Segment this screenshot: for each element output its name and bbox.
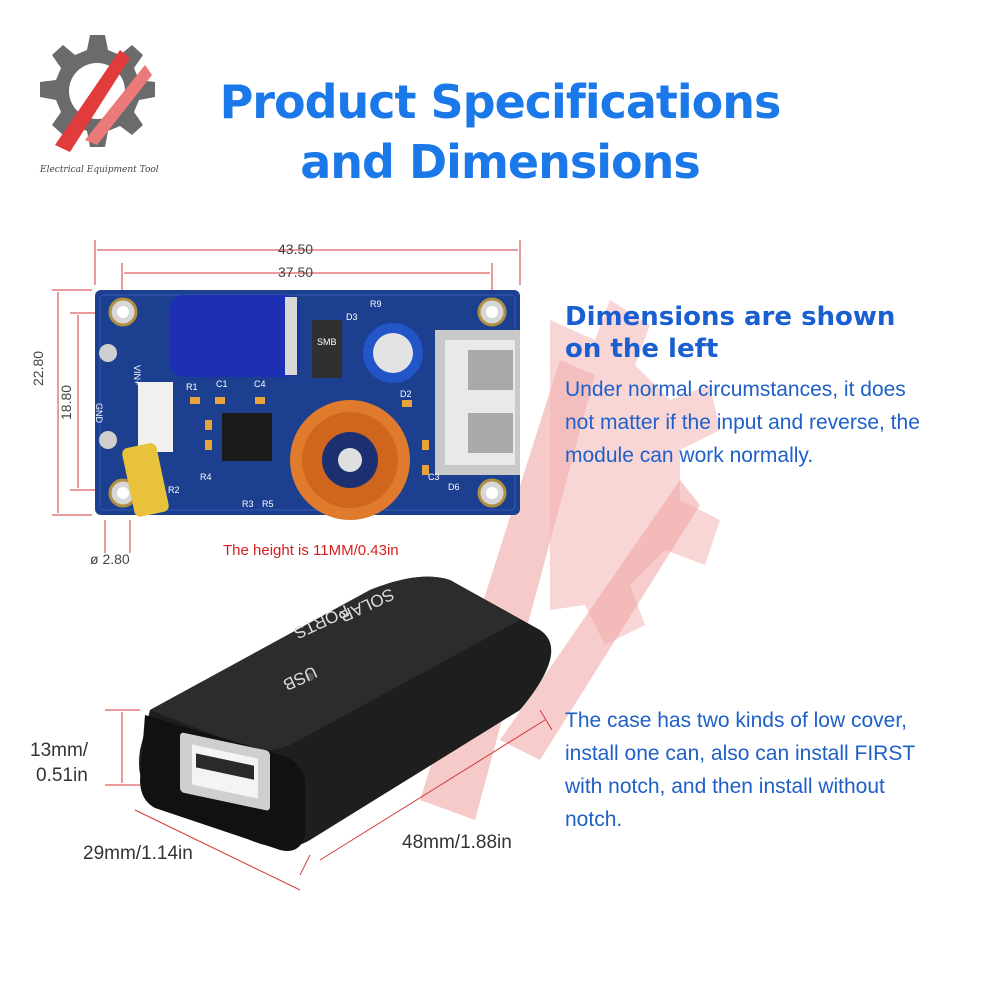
pcb-label-r4: R4 (200, 472, 212, 482)
pcb-label-d3: D3 (346, 312, 358, 322)
pcb-label-r5: R5 (262, 499, 274, 509)
info-desc-line2: not matter if the input and reverse, the (565, 411, 920, 434)
dim-height-holes: 18.80 (58, 384, 74, 420)
dim-height-outer: 22.80 (30, 350, 46, 386)
pcb-label-smb: SMB (317, 337, 337, 347)
brand-tagline: Electrical Equipment Tool (40, 165, 159, 175)
pcb-label-c3: C3 (428, 472, 440, 482)
pcb-label-c1: C1 (216, 379, 228, 389)
case-width: 29mm/1.14in (83, 843, 193, 864)
case-desc-line2: install one can, also can install FIRST (565, 742, 916, 765)
info-heading-line1: Dimensions are shown (565, 302, 896, 332)
case-height-line1: 13mm/ (30, 740, 89, 761)
pcb-label-vin: VIN+ (132, 365, 142, 385)
pcb-label-r3: R3 (242, 499, 254, 509)
brand-logo-icon (40, 35, 155, 152)
dim-hole-diameter: ø 2.80 (90, 551, 130, 567)
case-desc-line1: The case has two kinds of low cover, (565, 709, 907, 732)
pcb-label-r2: R2 (168, 485, 180, 495)
case-height-line2: 0.51in (36, 765, 88, 786)
dim-width-outer: 43.50 (278, 241, 314, 257)
pcb-label-r9: R9 (370, 299, 382, 309)
page-title-line1: Product Specifications (219, 75, 782, 129)
page-title-line2: and Dimensions (300, 135, 700, 189)
height-note: The height is 11MM/0.43in (223, 542, 399, 559)
pcb-label-c4: C4 (254, 379, 266, 389)
pcb-label-r1: R1 (186, 382, 198, 392)
pcb-label-d2: D2 (400, 389, 412, 399)
pcb-label-d6: D6 (448, 482, 460, 492)
case-desc-line3: with notch, and then install without (565, 775, 885, 798)
case-length: 48mm/1.88in (402, 832, 512, 853)
info-desc-line3: module can work normally. (565, 444, 814, 467)
info-heading-line2: on the left (565, 334, 719, 364)
pcb-label-gnd: GND (94, 403, 104, 424)
dim-width-holes: 37.50 (278, 264, 314, 280)
enclosure-drawing: USB PORTS SOLAR (105, 576, 553, 891)
info-desc-line1: Under normal circumstances, it does (565, 378, 906, 401)
pcb-drawing: VIN+ GND R9 D3 SMB R1 C1 C4 D2 R2 R4 R3 … (52, 240, 521, 553)
case-desc-line4: notch. (565, 808, 623, 831)
